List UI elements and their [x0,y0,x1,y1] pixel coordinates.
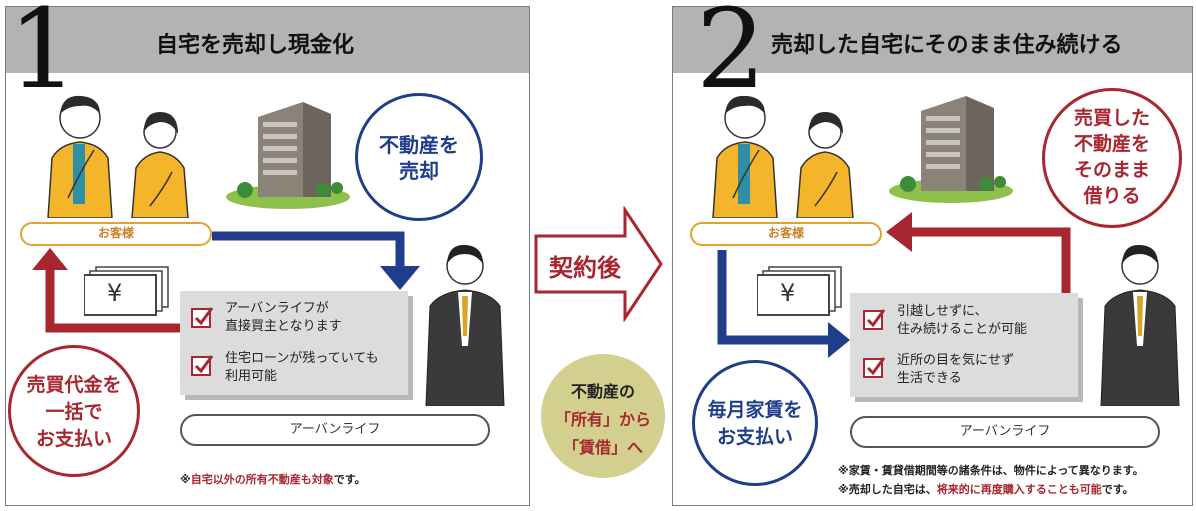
customers-illustration [712,95,854,218]
agent-illustration [1100,244,1180,406]
lump-sum-payment-text: 売買代金を 一括で お支払い [26,374,122,450]
footnote-tail: です。 [1101,483,1134,496]
yen-symbol: ¥ [107,279,123,307]
ownership-line-3: 「賃借」へ [562,438,643,457]
company-label: アーバンライフ [180,414,490,446]
step-number: 1 [8,0,78,113]
footnote: ※自宅以外の所有不動産も対象です。 [180,471,366,487]
sell-property-text: 不動産を 売却 [379,133,459,183]
building-illustration [226,102,350,209]
step-number: 2 [696,0,766,113]
panel-title: 自宅を売却し現金化 [156,33,355,58]
panel-title: 売却した自宅にそのまま住み続ける [771,33,1123,58]
customer-label: お客様 [690,222,882,246]
feature-box [850,293,1078,397]
flow-arrows [717,212,1071,358]
ownership-to-lease-circle: 不動産の 「所有」から 「賃借」へ [541,354,665,478]
ownership-line-1: 不動産の [570,382,635,401]
checkbox-icon [191,355,214,376]
building-illustration [889,96,1013,203]
lease-back-circle: 売買した 不動産を そのまま 借りる [1042,88,1182,228]
footnote-emphasis: 自宅以外の所有不動産も対象 [190,473,334,486]
flow-arrows [32,231,420,333]
footnote-repurchase: ※売却した自宅は、将来的に再度購入することも可能です。 [838,481,1134,497]
checkbox-icon [191,307,214,328]
sell-property-circle: 不動産を 売却 [355,93,483,221]
feature-text-2: 近所の目を気にせず 生活できる [897,353,1015,386]
feature-text-2: 住宅ローンが残っていても 利用可能 [225,351,379,384]
after-contract-arrow [534,206,663,322]
customers-illustration [47,95,189,218]
footnote-conditions: ※家賃・賃貸借期間等の諸条件は、物件によって異なります。 [838,464,1144,477]
footnote-tail: です。 [333,473,366,486]
agent-illustration [425,244,505,406]
footnote-head: ※売却した自宅は、 [838,483,937,496]
cash-icon [84,266,169,316]
cash-icon [757,266,842,316]
monthly-rent-text: 毎月家賃を お支払い [707,399,803,448]
footnote-emphasis: 将来的に再度購入することも可能 [936,483,1102,496]
lump-sum-payment-circle: 売買代金を 一括で お支払い [8,345,140,477]
monthly-rent-circle: 毎月家賃を お支払い [692,360,818,486]
lease-back-text: 売買した 不動産を そのまま 借りる [1073,107,1150,207]
after-contract-label: 契約後 [549,254,621,282]
footnote-mark: ※ [180,473,191,486]
checkbox-icon [863,309,886,330]
customer-label: お客様 [20,222,212,246]
checkbox-icon [863,357,886,378]
ownership-line-2: 「所有」から [554,410,651,429]
panel-header [6,7,529,73]
panel-header [673,7,1192,73]
company-label: アーバンライフ [850,416,1160,448]
feature-text-1: アーバンライフが 直接買主となります [225,301,342,334]
feature-text-1: 引越しせずに、 住み続けることが可能 [897,304,1028,337]
feature-box [180,291,408,395]
yen-symbol: ¥ [780,279,796,307]
